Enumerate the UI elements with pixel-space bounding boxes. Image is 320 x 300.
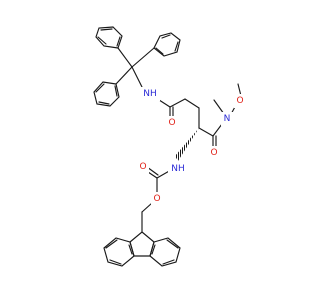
fluorenyl-group: [103, 231, 181, 267]
atom-label-amide-nh: NH: [140, 87, 160, 101]
carbamate-ester-oxygen-label: O: [153, 194, 160, 204]
phenyl-ring-upper-left: [95, 26, 123, 49]
phenyl-ring-upper-right: [153, 32, 181, 57]
atom-label-weinreb-o-ether: O: [234, 94, 246, 108]
molecule-structure: NH O N O O NH O O: [93, 26, 246, 267]
weinreb-nitrogen-label: N: [224, 114, 231, 124]
amide-nh-label: NH: [143, 89, 157, 99]
atom-label-carbamate-o-ester: O: [151, 192, 163, 206]
weinreb-amide: [198, 83, 242, 149]
phenyl-ring-lower-left: [93, 81, 120, 107]
methoxy-oxygen-label: O: [236, 96, 243, 106]
carbamate-carbonyl-oxygen-label: O: [139, 162, 146, 172]
trityl-group: [93, 26, 181, 107]
hashed-wedge-bond: [175, 128, 199, 161]
side-chain-amide: [155, 97, 200, 129]
atom-label-carbamate-o-carbonyl: O: [137, 160, 149, 174]
weinreb-carbonyl-oxygen-label: O: [210, 148, 217, 158]
atom-label-weinreb-o-carbonyl: O: [208, 146, 220, 160]
atom-label-carbamate-nh: NH: [168, 162, 188, 176]
amide-oxygen-label: O: [168, 118, 175, 128]
carbamate-linker: [141, 128, 199, 233]
carbamate-nh-label: NH: [171, 164, 185, 174]
atom-label-weinreb-n: N: [221, 112, 233, 126]
atom-label-amide-o: O: [166, 116, 178, 130]
molecule-canvas: NH O N O O NH O O: [93, 26, 246, 267]
